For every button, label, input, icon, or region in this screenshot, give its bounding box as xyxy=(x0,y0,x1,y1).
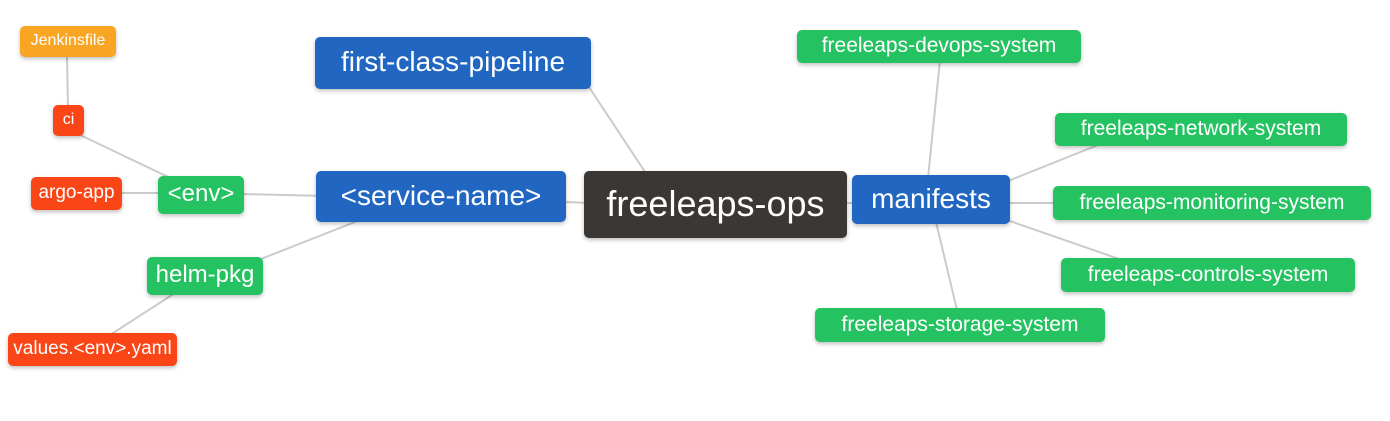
node-label-helm-pkg: helm-pkg xyxy=(155,261,255,288)
node-freeleaps-devops-system[interactable]: freeleaps-devops-system xyxy=(797,30,1081,63)
edge-first-class-pipeline--freeleaps-ops xyxy=(588,86,648,176)
node-env[interactable]: <env> xyxy=(158,176,244,214)
node-freeleaps-network-system[interactable]: freeleaps-network-system xyxy=(1055,113,1347,146)
node-label-freeleaps-monitoring-system: freeleaps-monitoring-system xyxy=(1079,190,1345,214)
node-label-service-name: <service-name> xyxy=(340,179,542,211)
node-freeleaps-monitoring-system[interactable]: freeleaps-monitoring-system xyxy=(1053,186,1371,220)
edge-manifests--freeleaps-network-system xyxy=(1007,144,1099,182)
node-freeleaps-ops[interactable]: freeleaps-ops xyxy=(584,171,847,238)
node-label-freeleaps-storage-system: freeleaps-storage-system xyxy=(841,312,1079,336)
edge-manifests--freeleaps-devops-system xyxy=(927,59,941,179)
node-freeleaps-storage-system[interactable]: freeleaps-storage-system xyxy=(815,308,1105,342)
node-first-class-pipeline[interactable]: first-class-pipeline xyxy=(315,37,591,89)
node-label-first-class-pipeline: first-class-pipeline xyxy=(340,46,566,77)
node-label-values-env-yaml: values.<env>.yaml xyxy=(13,338,172,359)
node-jenkinsfile[interactable]: Jenkinsfile xyxy=(20,26,116,57)
edge-values-env-yaml--helm-pkg xyxy=(109,292,176,336)
edge-manifests--freeleaps-controls-system xyxy=(1006,219,1123,261)
node-argo-app[interactable]: argo-app xyxy=(31,177,122,210)
node-label-freeleaps-ops: freeleaps-ops xyxy=(606,182,825,224)
node-label-freeleaps-network-system: freeleaps-network-system xyxy=(1080,117,1322,140)
node-service-name[interactable]: <service-name> xyxy=(316,171,566,222)
node-label-jenkinsfile: Jenkinsfile xyxy=(30,31,106,49)
node-label-manifests: manifests xyxy=(871,182,991,214)
node-label-argo-app: argo-app xyxy=(38,182,115,203)
node-label-freeleaps-controls-system: freeleaps-controls-system xyxy=(1087,262,1329,286)
node-label-freeleaps-devops-system: freeleaps-devops-system xyxy=(821,34,1057,57)
node-ci[interactable]: ci xyxy=(53,105,84,136)
edge-helm-pkg--service-name xyxy=(260,219,361,260)
edge-env--service-name xyxy=(241,193,326,197)
edge-manifests--freeleaps-storage-system xyxy=(935,221,958,311)
node-helm-pkg[interactable]: helm-pkg xyxy=(147,257,263,295)
node-label-env: <env> xyxy=(167,180,235,207)
node-freeleaps-controls-system[interactable]: freeleaps-controls-system xyxy=(1061,258,1355,292)
node-manifests[interactable]: manifests xyxy=(852,175,1010,224)
node-values-env-yaml[interactable]: values.<env>.yaml xyxy=(8,333,177,366)
edge-jenkinsfile--ci xyxy=(66,56,69,111)
node-label-ci: ci xyxy=(62,110,75,128)
